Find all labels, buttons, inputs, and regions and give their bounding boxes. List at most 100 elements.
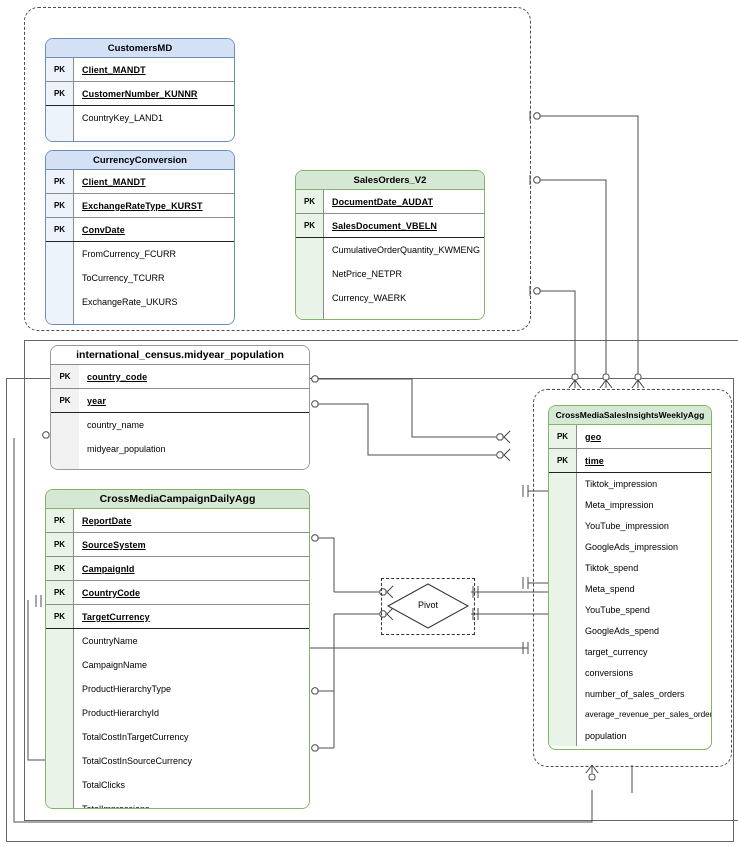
attribute-row[interactable]: Tiktok_impression — [549, 473, 711, 494]
pk-badge: PK — [46, 581, 74, 604]
entity-title: CrossMediaSalesInsightsWeeklyAgg — [549, 406, 711, 425]
key-spacer — [549, 599, 577, 620]
pk-row[interactable]: PK CustomerNumber_KUNNR — [46, 82, 234, 106]
pk-row[interactable]: PK SourceSystem — [46, 533, 309, 557]
key-spacer — [46, 749, 74, 773]
pk-row[interactable]: PK CountryCode — [46, 581, 309, 605]
attribute-row[interactable]: Currency_WAERK — [296, 286, 484, 310]
attribute-row[interactable]: ExchangeRate_UKURS — [46, 290, 234, 314]
pk-badge: PK — [549, 449, 577, 472]
entity-title: SalesOrders_V2 — [296, 171, 484, 190]
entity-salesorders-v2[interactable]: SalesOrders_V2 PK DocumentDate_AUDAT PK … — [295, 170, 485, 320]
key-spacer — [46, 106, 74, 130]
key-spacer — [296, 310, 324, 319]
pivot-group-box — [381, 578, 475, 635]
attribute-row[interactable]: ... — [46, 130, 234, 141]
attribute-row[interactable]: CampaignName — [46, 653, 309, 677]
attribute-row[interactable]: GoogleAds_impression — [549, 536, 711, 557]
pk-row[interactable]: PK country_code — [51, 365, 309, 389]
pk-row[interactable]: PK TargetCurrency — [46, 605, 309, 629]
attribute-row[interactable]: number_of_sales_orders — [549, 683, 711, 704]
pk-row[interactable]: PK ReportDate — [46, 509, 309, 533]
attribute-row[interactable]: ... — [296, 310, 484, 319]
pk-badge: PK — [46, 533, 74, 556]
attribute-row[interactable]: TotalCostInTargetCurrency — [46, 725, 309, 749]
pk-row[interactable]: PK year — [51, 389, 309, 413]
pk-row[interactable]: PK time — [549, 449, 711, 473]
attribute-row[interactable]: GoogleAds_spend — [549, 620, 711, 641]
key-spacer — [296, 286, 324, 310]
pk-badge: PK — [46, 170, 74, 193]
pk-badge: PK — [46, 605, 74, 628]
field-name: ConvDate — [82, 224, 125, 235]
entity-crossmediacampaigndailyagg[interactable]: CrossMediaCampaignDailyAgg PK ReportDate… — [45, 489, 310, 809]
attribute-row[interactable]: Meta_spend — [549, 578, 711, 599]
key-spacer — [549, 662, 577, 683]
entity-currencyconversion[interactable]: CurrencyConversion PK Client_MANDT PK Ex… — [45, 150, 235, 325]
attribute-row[interactable]: NetPrice_NETPR — [296, 262, 484, 286]
pk-row[interactable]: PK ExchangeRateType_KURST — [46, 194, 234, 218]
key-spacer — [46, 677, 74, 701]
field-name: CampaignId — [82, 563, 135, 574]
attribute-row[interactable]: ToCurrency_TCURR — [46, 266, 234, 290]
field-name: FromCurrency_FCURR — [82, 249, 177, 259]
entity-international-census-midyear-population[interactable]: international_census.midyear_population … — [50, 345, 310, 470]
pk-row[interactable]: PK Client_MANDT — [46, 170, 234, 194]
pk-row[interactable]: PK Client_MANDT — [46, 58, 234, 82]
attribute-row[interactable]: target_currency — [549, 641, 711, 662]
field-name: ExchangeRateType_KURST — [82, 200, 203, 211]
attribute-row[interactable]: ... — [51, 461, 309, 469]
attribute-row[interactable]: TotalImpressions — [46, 797, 309, 809]
field-name: Meta_spend — [585, 583, 635, 594]
pk-row[interactable]: PK DocumentDate_AUDAT — [296, 190, 484, 214]
attribute-row[interactable]: CountryKey_LAND1 — [46, 106, 234, 130]
attribute-row[interactable]: TotalCostInSourceCurrency — [46, 749, 309, 773]
attribute-row[interactable]: ... — [46, 314, 234, 324]
entity-title: CrossMediaCampaignDailyAgg — [46, 490, 309, 509]
attribute-row[interactable]: ProductHierarchyId — [46, 701, 309, 725]
entity-customersmd[interactable]: CustomersMD PK Client_MANDT PK CustomerN… — [45, 38, 235, 142]
attribute-row[interactable]: Meta_impression — [549, 494, 711, 515]
field-name: NetPrice_NETPR — [332, 269, 403, 279]
attribute-row[interactable]: ProductHierarchyType — [46, 677, 309, 701]
attribute-row[interactable]: country_name — [51, 413, 309, 437]
attribute-row[interactable]: conversions — [549, 662, 711, 683]
attribute-row[interactable]: midyear_population — [51, 437, 309, 461]
field-name: Currency_WAERK — [332, 293, 407, 303]
pk-badge: PK — [296, 214, 324, 237]
pk-badge: PK — [46, 58, 74, 81]
key-spacer — [51, 437, 79, 461]
pk-row[interactable]: PK geo — [549, 425, 711, 449]
pk-badge: PK — [46, 194, 74, 217]
key-spacer — [549, 578, 577, 599]
key-spacer — [549, 683, 577, 704]
attribute-row[interactable]: CumulativeOrderQuantity_KWMENG — [296, 238, 484, 262]
attribute-row[interactable]: TotalClicks — [46, 773, 309, 797]
attribute-row[interactable]: Tiktok_spend — [549, 557, 711, 578]
attribute-row[interactable]: YouTube_spend — [549, 599, 711, 620]
pk-row[interactable]: PK SalesDocument_VBELN — [296, 214, 484, 238]
pk-row[interactable]: PK ConvDate — [46, 218, 234, 242]
field-name: TotalCostInSourceCurrency — [82, 756, 193, 766]
attribute-row[interactable]: YouTube_impression — [549, 515, 711, 536]
attribute-row[interactable]: population — [549, 725, 711, 746]
key-spacer — [549, 620, 577, 641]
key-spacer — [296, 238, 324, 262]
attribute-row[interactable]: CountryName — [46, 629, 309, 653]
key-spacer — [46, 290, 74, 314]
field-name: SourceSystem — [82, 539, 146, 550]
attribute-row[interactable]: average_revenue_per_sales_order — [549, 704, 711, 725]
source-systems-group — [24, 7, 531, 331]
key-spacer — [549, 494, 577, 515]
attribute-row[interactable]: FromCurrency_FCURR — [46, 242, 234, 266]
field-name: ... — [79, 468, 98, 469]
attribute-list: CumulativeOrderQuantity_KWMENG NetPrice_… — [296, 238, 484, 319]
field-name: TotalImpressions — [82, 804, 150, 809]
field-name: ... — [74, 321, 93, 324]
field-name: Client_MANDT — [82, 176, 146, 187]
pk-row[interactable]: PK CampaignId — [46, 557, 309, 581]
pivot-label: Pivot — [417, 600, 438, 610]
entity-crossmediasalesinsightsweeklyagg[interactable]: CrossMediaSalesInsightsWeeklyAgg PK geo … — [548, 405, 712, 750]
entity-title: CurrencyConversion — [46, 151, 234, 170]
